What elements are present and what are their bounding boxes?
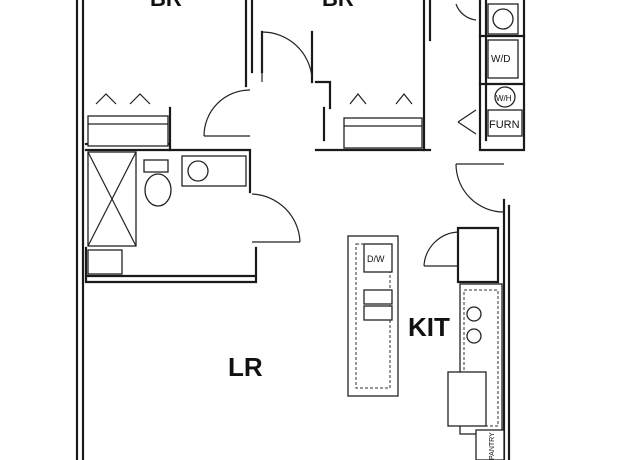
utility-fixtures [487,3,523,137]
closet-fixtures [87,93,423,149]
room-label-br-left: BR [150,0,182,11]
fixture-label-wh: W/H [496,94,512,103]
bathroom-fixtures [87,151,247,275]
fixture-label-furn: FURN [489,119,520,131]
kitchen-fixtures [347,235,505,460]
fixture-label-wd: W/D [491,54,510,65]
room-label-br-right: BR [322,0,354,11]
fixture-label-pantry: PANTRY [489,432,496,460]
fixture-label-dw: D/W [367,254,385,264]
doors [203,3,505,267]
room-label-lr: LR [228,352,263,382]
room-label-kit: KIT [408,312,450,342]
